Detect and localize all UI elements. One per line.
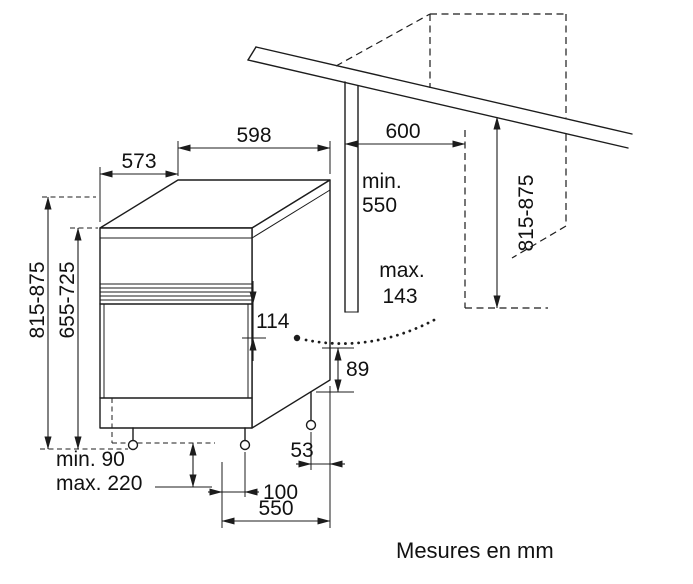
dimension-niche-height: 815-875	[493, 116, 538, 309]
dim-label-600: 600	[385, 120, 420, 143]
dim-label-655-725: 655-725	[56, 261, 79, 338]
dishwasher-body	[99, 179, 331, 451]
dim-label-598: 598	[236, 124, 271, 147]
dim-label-89: 89	[346, 358, 369, 381]
dimension-appliance-width: 598	[177, 124, 331, 174]
niche-side-wall	[344, 81, 359, 313]
dim-label-550-min: 550	[362, 194, 397, 217]
dim-label-100: 100	[263, 481, 298, 504]
dimension-height-total: 815-875	[26, 196, 128, 450]
dimension-worktop-depth: 600	[344, 120, 466, 148]
dimension-plinth-height: min. 90 max. 220	[56, 442, 212, 495]
niche-dashed-outline	[335, 13, 567, 309]
dimension-rear-foot-inset: 53	[290, 432, 345, 470]
dim-label-815-875-left: 815-875	[26, 261, 49, 338]
adjustable-feet	[127, 391, 317, 451]
dimension-door-max: max. 143	[293, 259, 438, 345]
dimension-niche-min-depth: min. 550	[362, 170, 402, 217]
dim-label-573: 573	[121, 150, 156, 173]
dim-label-143: 143	[382, 285, 417, 308]
dimension-appliance-depth: 573	[99, 141, 179, 222]
dim-label-53: 53	[290, 439, 313, 462]
dimension-panel-height: 114	[242, 281, 290, 361]
units-note: Mesures en mm	[396, 538, 554, 563]
dimension-door-height: 655-725	[56, 227, 98, 450]
dimension-base-depth: 550	[221, 386, 331, 528]
dim-label-815-875-right: 815-875	[515, 174, 538, 251]
dim-label-min: min.	[362, 170, 402, 193]
dim-label-max: max.	[379, 259, 425, 282]
dim-label-114: 114	[256, 310, 290, 333]
hinge-point-dot	[293, 334, 301, 342]
door-outline	[99, 304, 253, 399]
dim-label-550: 550	[258, 497, 293, 520]
dim-label-plinth-min: min. 90	[56, 448, 125, 471]
dimension-rear-clearance: 89	[316, 347, 369, 393]
worktop	[247, 46, 633, 149]
control-panel-handle	[99, 283, 253, 305]
dimension-front-foot-inset: 100	[208, 452, 298, 528]
dim-label-plinth-max: max. 220	[56, 472, 142, 495]
